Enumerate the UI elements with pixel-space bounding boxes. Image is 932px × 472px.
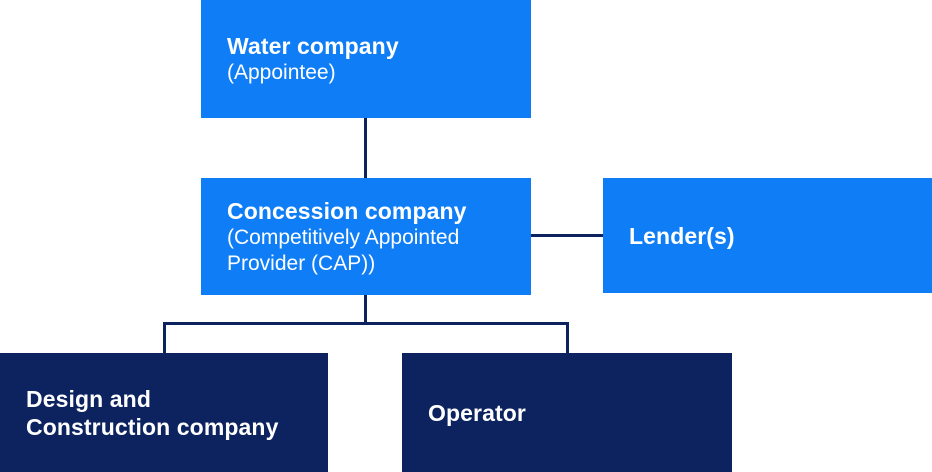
design-construction-company-box: Design and Construction company [0, 353, 328, 472]
lender-box: Lender(s) [603, 178, 932, 293]
connector-concession-stem [364, 295, 367, 325]
operator-box: Operator [402, 353, 732, 472]
concession-company-title: Concession company [227, 197, 467, 224]
connector-branch-horizontal [163, 322, 569, 325]
concession-company-subtitle-line1: (Competitively Appointed [227, 225, 460, 249]
concession-company-box: Concession company (Competitively Appoin… [201, 178, 531, 295]
operator-title: Operator [428, 399, 526, 426]
design-construction-title-line2: Construction company [26, 413, 279, 440]
water-company-subtitle: (Appointee) [227, 61, 336, 84]
design-construction-title-line1: Design and [26, 385, 151, 412]
connector-concession-to-lender [531, 234, 603, 237]
water-company-box: Water company (Appointee) [201, 0, 531, 118]
connector-drop-to-design [163, 322, 166, 353]
connector-water-to-concession [364, 118, 367, 178]
concession-company-subtitle-line2: Provider (CAP)) [227, 251, 376, 275]
lender-title: Lender(s) [629, 222, 735, 249]
water-company-title: Water company [227, 33, 399, 59]
connector-drop-to-operator [566, 322, 569, 353]
